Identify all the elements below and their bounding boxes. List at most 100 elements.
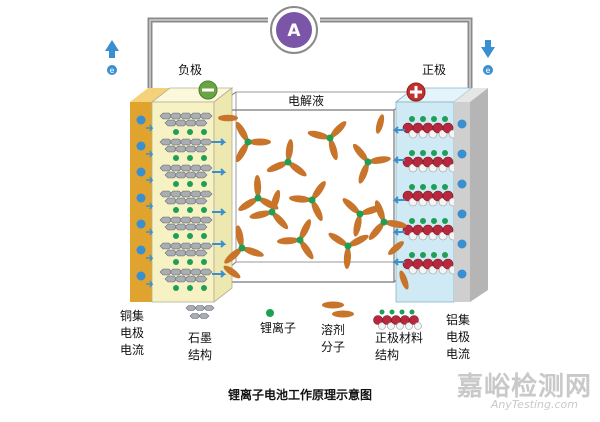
solvent-blade bbox=[272, 212, 289, 230]
arrow-down-icon bbox=[481, 40, 495, 58]
minus-icon bbox=[202, 88, 214, 92]
lithium-ion-dot bbox=[409, 116, 415, 122]
graphite-hexagon bbox=[199, 190, 213, 198]
solvent-blade bbox=[218, 114, 238, 122]
solvent-blade bbox=[277, 237, 299, 245]
graphite-hexagon bbox=[184, 145, 198, 153]
electron-icon bbox=[136, 193, 146, 203]
graphite-hexagon bbox=[199, 216, 213, 224]
ammeter: A bbox=[270, 6, 318, 54]
graphite-hexagon bbox=[184, 119, 198, 127]
graphite-hexagon bbox=[184, 249, 198, 257]
electron-flow-left: e bbox=[105, 40, 119, 75]
graphite-hexagon bbox=[184, 171, 198, 179]
graphite-hexagon bbox=[189, 242, 203, 250]
solvent-blade bbox=[224, 248, 242, 264]
cathode-atom bbox=[409, 315, 419, 325]
oxygen-atom bbox=[414, 322, 422, 330]
graphite-hexagon bbox=[159, 164, 173, 172]
solvent-blade bbox=[328, 232, 348, 247]
graphite-hexagon bbox=[169, 242, 183, 250]
electron-icon bbox=[457, 209, 467, 219]
solvent-blade bbox=[270, 189, 281, 212]
solvent-blade bbox=[353, 214, 362, 237]
lithium-ion-dot bbox=[431, 150, 437, 156]
electron-arrow-icon bbox=[146, 202, 154, 210]
lithium-ion-dot bbox=[187, 233, 193, 239]
electron-icon bbox=[457, 119, 467, 129]
lithium-ion-dot bbox=[420, 150, 426, 156]
solvent-blade bbox=[343, 247, 351, 269]
graphite-hexagon bbox=[184, 223, 198, 231]
lithium-ion-dot bbox=[187, 259, 193, 265]
graphite-hexagon bbox=[199, 138, 213, 146]
electron-arrow-icon bbox=[146, 280, 154, 288]
electron-arrow-icon bbox=[146, 254, 154, 262]
graphite-structure-line1: 石墨 bbox=[188, 331, 213, 345]
electron-arrow-icon bbox=[146, 124, 154, 132]
arrow-left-icon bbox=[392, 258, 405, 266]
lithium-ion-dot bbox=[201, 259, 207, 265]
electron-icon bbox=[483, 65, 493, 75]
arrow-left-icon bbox=[392, 156, 405, 164]
graphite-hexagon bbox=[189, 313, 201, 319]
solvent-blade bbox=[235, 121, 249, 142]
solvent-blade bbox=[266, 161, 288, 173]
anode-block bbox=[150, 87, 234, 303]
electron-flow-right: e bbox=[481, 40, 495, 75]
lithium-ion-dot bbox=[431, 252, 437, 258]
electron-icon bbox=[457, 269, 467, 279]
graphite-hexagon bbox=[159, 268, 173, 276]
graphite-hexagon bbox=[189, 268, 203, 276]
arrow-right-icon bbox=[212, 168, 227, 176]
lithium-ion-dot bbox=[442, 116, 448, 122]
lithium-ion-dot bbox=[268, 208, 276, 216]
lithium-ion-dot bbox=[409, 252, 415, 258]
graphite-layers bbox=[159, 112, 213, 291]
solvent-blade bbox=[223, 265, 241, 279]
graphite-hexagon bbox=[164, 145, 178, 153]
graphite-hexagon bbox=[164, 275, 178, 283]
solvent-blade bbox=[388, 241, 404, 255]
ammeter-face bbox=[276, 12, 312, 48]
arrow-left-icon bbox=[392, 196, 405, 204]
solvent-molecule-label: 溶剂 分子 bbox=[321, 322, 345, 356]
solvent-blade bbox=[330, 121, 347, 138]
graphite-hexagon bbox=[194, 305, 206, 311]
solvent-blade bbox=[285, 139, 294, 162]
cathode-block bbox=[394, 87, 474, 303]
graphite-hexagon bbox=[159, 190, 173, 198]
graphite-hexagon bbox=[185, 305, 197, 311]
lithium-ion-dot bbox=[173, 233, 179, 239]
oxygen-atom bbox=[396, 322, 404, 330]
cathode-structure-text: 正极材料结构 bbox=[375, 331, 424, 362]
positive-sign bbox=[406, 82, 426, 102]
graphite-hexagon bbox=[174, 223, 188, 231]
graphite-hexagon bbox=[179, 190, 193, 198]
graphite-hexagon bbox=[159, 216, 173, 224]
solvent-blade bbox=[238, 197, 258, 211]
graphite-hexagon bbox=[179, 138, 193, 146]
arrow-right-icon bbox=[212, 240, 227, 248]
graphite-hexagon bbox=[169, 190, 183, 198]
lithium-ion-dot bbox=[201, 285, 207, 291]
electron-arrow-icon bbox=[146, 176, 154, 184]
electron-icon bbox=[457, 149, 467, 159]
electron-icon bbox=[457, 179, 467, 189]
lithium-ion-dot bbox=[187, 181, 193, 187]
solvent-blade bbox=[342, 198, 360, 214]
lithium-ion-dot bbox=[187, 285, 193, 291]
lithium-ion-dot bbox=[326, 134, 334, 142]
arrow-left-icon bbox=[392, 126, 405, 134]
graphite-hexagon bbox=[169, 112, 183, 120]
graphite-hexagon bbox=[194, 223, 208, 231]
graphite-hexagon bbox=[169, 268, 183, 276]
lithium-ion-dot bbox=[173, 285, 179, 291]
lithium-ion-dot bbox=[364, 158, 372, 166]
diagram-caption: 锂离子电池工作原理示意图 bbox=[227, 388, 372, 402]
graphite-hexagon bbox=[179, 216, 193, 224]
aluminum-collector-text: 铝集电极电流 bbox=[446, 313, 471, 361]
graphite-hexagon bbox=[179, 242, 193, 250]
legend-cathode-icon bbox=[373, 309, 422, 330]
solvent-blade bbox=[352, 143, 368, 162]
